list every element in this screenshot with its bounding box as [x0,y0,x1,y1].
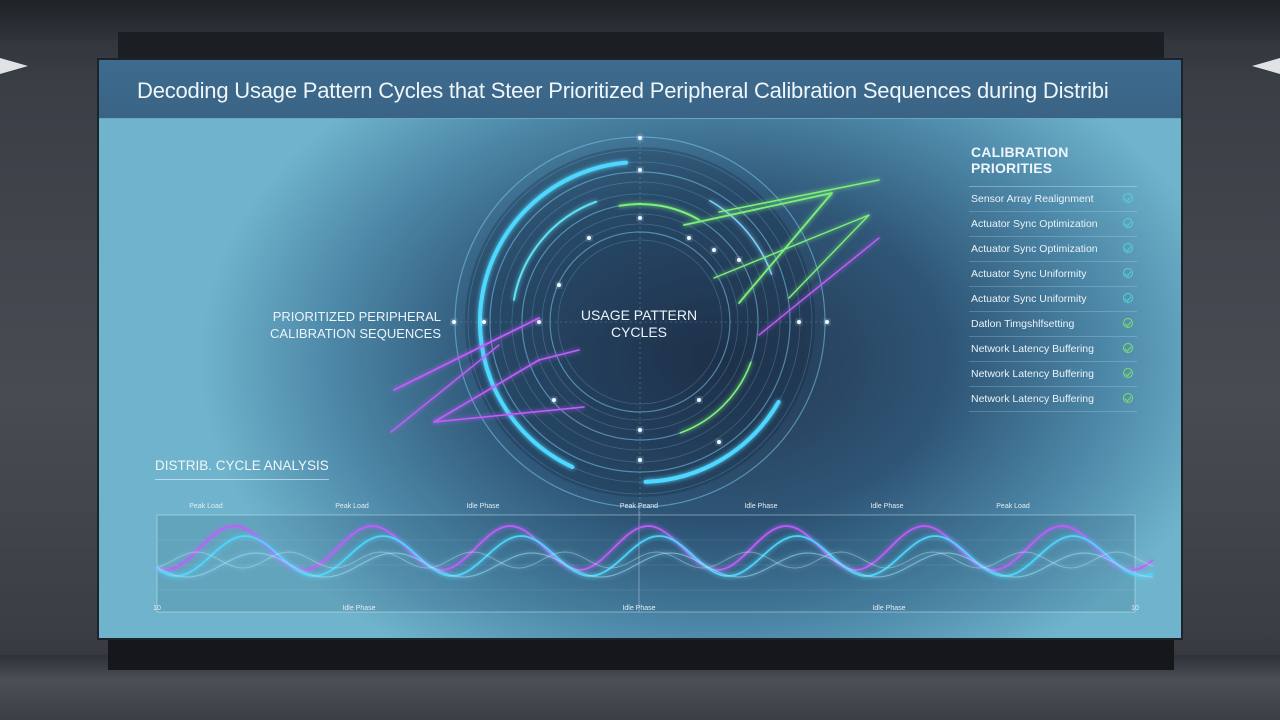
display-screen: Decoding Usage Pattern Cycles that Steer… [97,58,1183,640]
node-dot [697,398,701,402]
node-dot [638,428,642,432]
node-dot [552,398,556,402]
chart-tick-label: 10 [153,605,161,612]
check-circle-icon [1123,268,1133,278]
priority-item: Actuator Sync Uniformity [969,287,1137,312]
cycle-arc [478,160,629,470]
priority-label: Actuator Sync Optimization [971,243,1098,255]
check-circle-icon [1123,393,1133,403]
ring [549,231,731,413]
ring [511,193,769,451]
chart-tick-label: 10 [1131,605,1139,612]
cycle-arc [709,200,773,275]
cycle-wave [156,552,1154,578]
priority-label: Actuator Sync Uniformity [971,268,1087,280]
cycle-arc [618,203,700,221]
cycle-arc [512,200,598,301]
chart-tick-label: Idle Phase [744,503,778,510]
node-dot [717,440,721,444]
chart-tick-label: Peak Load [335,503,369,510]
node-dot [482,320,486,324]
node-dot [557,283,561,287]
priority-label: Network Latency Buffering [971,368,1094,380]
usage-pattern-label: USAGE PATTERN CYCLES [580,307,698,340]
priority-label: Datlon Timgshlfsetting [971,318,1075,330]
flow-arrow [393,317,540,391]
chart-tick-label: Idle Phase [622,605,656,612]
cycle-analysis-title: DISTRIB. CYCLE ANALYSIS [155,458,329,480]
ring [467,149,813,495]
priority-item: Actuator Sync Uniformity [969,262,1137,287]
priority-item: Actuator Sync Optimization [969,212,1137,237]
flow-arrow [390,344,500,433]
node-dot [638,136,642,140]
chart-tick-label: Idle Phase [466,503,500,510]
check-circle-icon [1123,318,1133,328]
chart-tick-label: Peak Load [996,503,1030,510]
priority-item: Network Latency Buffering [969,362,1137,387]
priority-item: Network Latency Buffering [969,337,1137,362]
priority-label: Actuator Sync Uniformity [971,293,1087,305]
node-dot [537,320,541,324]
check-circle-icon [1123,218,1133,228]
flow-arrow [433,349,580,423]
check-circle-icon [1123,193,1133,203]
node-dot [797,320,801,324]
chart-tick-label: Idle Phase [870,503,904,510]
node-dot [687,236,691,240]
chart-tick-label: Peak Load [189,503,223,510]
ring [541,223,739,421]
flow-arrows [390,179,880,433]
priority-item: Network Latency Buffering [969,387,1137,412]
ceiling-light-left [0,58,28,74]
cycle-arc [643,400,781,484]
chart-tick-label: Idle Phase [872,605,906,612]
priority-label: Network Latency Buffering [971,343,1094,355]
flow-arrow [758,237,880,336]
check-circle-icon [1123,293,1133,303]
check-circle-icon [1123,243,1133,253]
screen-mount [118,32,1164,62]
check-circle-icon [1123,368,1133,378]
node-dot [638,458,642,462]
flow-arrow [433,406,585,423]
priority-item: Datlon Timgshlfsetting [969,312,1137,337]
cycle-visualization [156,132,1154,613]
screen-base [108,640,1174,670]
priority-label: Sensor Array Realignment [971,193,1094,205]
cycle-arc [679,361,752,434]
node-dot [638,216,642,220]
node-dot [452,320,456,324]
check-circle-icon [1123,343,1133,353]
node-dot [825,320,829,324]
node-dot [737,258,741,262]
cycle-chart [156,503,1154,613]
priority-item: Sensor Array Realignment [969,187,1137,212]
priority-label: Network Latency Buffering [971,393,1094,405]
priority-item: Actuator Sync Optimization [969,237,1137,262]
node-dot [638,168,642,172]
page-title: Decoding Usage Pattern Cycles that Steer… [137,78,1109,103]
flow-arrow [718,179,880,213]
node-dot [712,248,716,252]
flow-arrow [683,192,833,304]
cycle-wave [156,551,1154,569]
ring [557,239,723,405]
priority-label: Actuator Sync Optimization [971,218,1098,230]
node-dot [587,236,591,240]
ceiling-light-right [1252,58,1280,74]
cycle-wave [156,535,1154,577]
priorities-title: CALIBRATION PRIORITIES [969,144,1137,187]
flow-arrow [713,214,870,299]
calibration-sequences-label: PRIORITIZED PERIPHERAL CALIBRATION SEQUE… [270,309,441,341]
chart-tick-label: Idle Phase [342,605,376,612]
chart-tick-label: Peak Peand [619,503,659,510]
title-bar: Decoding Usage Pattern Cycles that Steer… [99,60,1181,119]
calibration-priorities-panel: CALIBRATION PRIORITIES Sensor Array Real… [969,144,1137,412]
chart-frame [156,514,1136,613]
